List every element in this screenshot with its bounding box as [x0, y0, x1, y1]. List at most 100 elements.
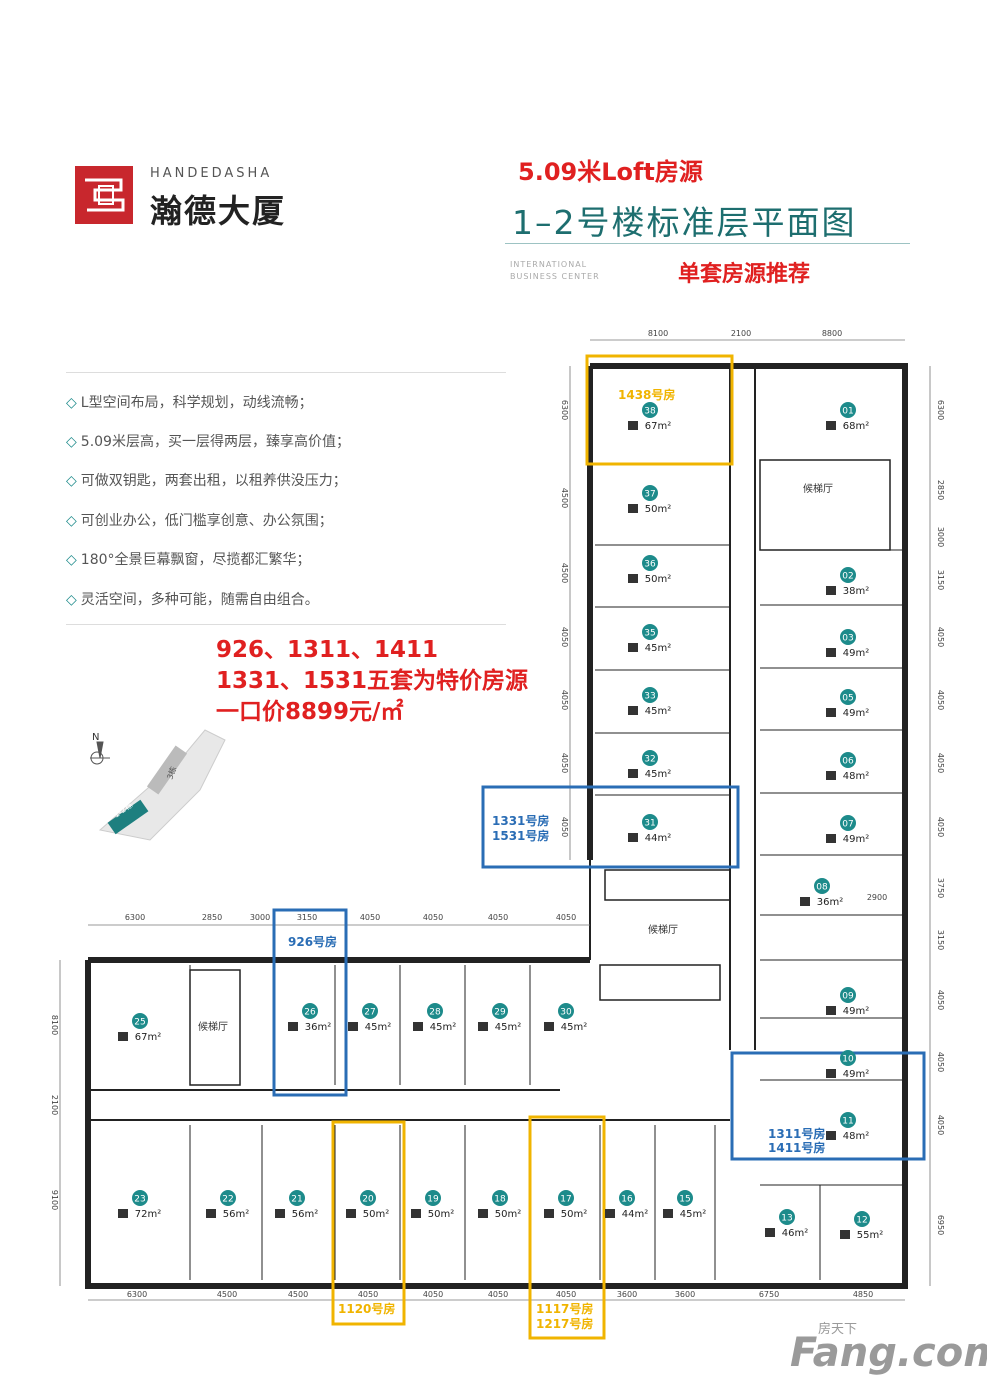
unit-tag-icon	[411, 1209, 421, 1218]
feature-divider-bottom	[66, 624, 506, 625]
unit-badge	[779, 1209, 795, 1225]
callout-box-1117	[528, 1115, 606, 1340]
unit-tag-icon	[826, 421, 836, 430]
unit-tag-icon	[628, 421, 638, 430]
unit-badge	[642, 750, 658, 766]
unit-number: 16	[621, 1195, 633, 1205]
unit-tag-icon	[605, 1209, 615, 1218]
unit-tag-icon	[826, 648, 836, 657]
callout-1117: 1117号房	[536, 1301, 593, 1316]
dim-mid: 4050	[360, 913, 380, 922]
watermark: Fang.com	[790, 1330, 987, 1376]
feature-item: ◇L型空间布局，科学规划，动线流畅；	[66, 395, 313, 411]
dim-bottom: 4050	[423, 1290, 443, 1299]
dim-right: 4050	[936, 690, 945, 710]
unit-badge	[677, 1190, 693, 1206]
unit-number: 05	[842, 694, 853, 704]
unit-number: 01	[842, 407, 853, 417]
unit-area: 49m²	[843, 834, 869, 845]
callout-box-1438	[585, 354, 734, 466]
unit-badge	[132, 1190, 148, 1206]
unit-number: 36	[644, 560, 656, 570]
brand-name-en: HANDEDASHA	[150, 166, 273, 181]
unit-area: 45m²	[680, 1209, 706, 1220]
north-label: N	[92, 732, 99, 743]
feature-item: ◇可创业办公，低门槛享创意、办公氛围；	[66, 513, 333, 529]
unit-badge	[840, 567, 856, 583]
dim-mid: 6300	[125, 913, 145, 922]
dim-right: 6300	[936, 400, 945, 420]
unit-number: 25	[134, 1018, 145, 1028]
unit-number: 19	[427, 1195, 439, 1205]
dim-left: 4050	[560, 753, 569, 773]
unit-number: 11	[842, 1117, 853, 1127]
feature-item: ◇180°全景巨幕飘窗，尽揽都汇繁华；	[66, 552, 311, 568]
unit-badge	[427, 1003, 443, 1019]
unit-tag-icon	[628, 574, 638, 583]
unit-number: 18	[494, 1195, 506, 1205]
callout-1411: 1411号房	[768, 1140, 825, 1155]
lobby-label-north: 候梯厅	[803, 482, 833, 495]
lobby-label-center: 候梯厅	[648, 923, 678, 936]
unit-area: 46m²	[782, 1228, 808, 1239]
unit-tag-icon	[628, 769, 638, 778]
unit-01: 01 68m²	[826, 402, 869, 432]
unit-number: 31	[644, 819, 655, 829]
unit-number: 08	[816, 883, 828, 893]
unit-badge	[220, 1190, 236, 1206]
unit-badge	[619, 1190, 635, 1206]
dim-right: 4050	[936, 990, 945, 1010]
unit-badge	[302, 1003, 318, 1019]
unit-area: 56m²	[292, 1209, 318, 1220]
unit-badge	[642, 485, 658, 501]
unit-badge	[642, 687, 658, 703]
unit-badge	[840, 815, 856, 831]
unit-area: 50m²	[645, 574, 671, 585]
unit-tag-icon	[544, 1209, 554, 1218]
unit-tag-icon	[663, 1209, 673, 1218]
diamond-icon: ◇	[66, 395, 77, 411]
unit-badge	[840, 689, 856, 705]
unit-tag-icon	[628, 504, 638, 513]
dim-top: 2100	[731, 329, 751, 338]
unit-tag-icon	[478, 1209, 488, 1218]
diamond-icon: ◇	[66, 473, 77, 489]
unit-number: 22	[222, 1195, 233, 1205]
unit-badge	[558, 1190, 574, 1206]
unit-badge	[492, 1003, 508, 1019]
unit-number: 17	[560, 1195, 571, 1205]
unit-tag-icon	[478, 1022, 488, 1031]
unit-tag-icon	[840, 1230, 850, 1239]
unit-number: 30	[560, 1008, 572, 1018]
unit-number: 26	[304, 1008, 316, 1018]
dim-bottom: 4050	[488, 1290, 508, 1299]
unit-badge	[854, 1211, 870, 1227]
unit-tag-icon	[628, 833, 638, 842]
unit-badge	[642, 624, 658, 640]
unit-tag-icon	[288, 1022, 298, 1031]
dim-left: 4050	[560, 817, 569, 837]
unit-area: 68m²	[843, 421, 869, 432]
unit-number: 12	[856, 1216, 867, 1226]
diamond-icon: ◇	[66, 552, 77, 568]
unit-area: 50m²	[561, 1209, 587, 1220]
unit-number: 37	[644, 490, 655, 500]
page-title: 1–2号楼标准层平面图	[512, 203, 857, 242]
unit-number: 23	[134, 1195, 145, 1205]
diamond-icon: ◇	[66, 434, 77, 450]
dim-right: 3750	[936, 878, 945, 898]
unit-tag-icon	[800, 897, 810, 906]
